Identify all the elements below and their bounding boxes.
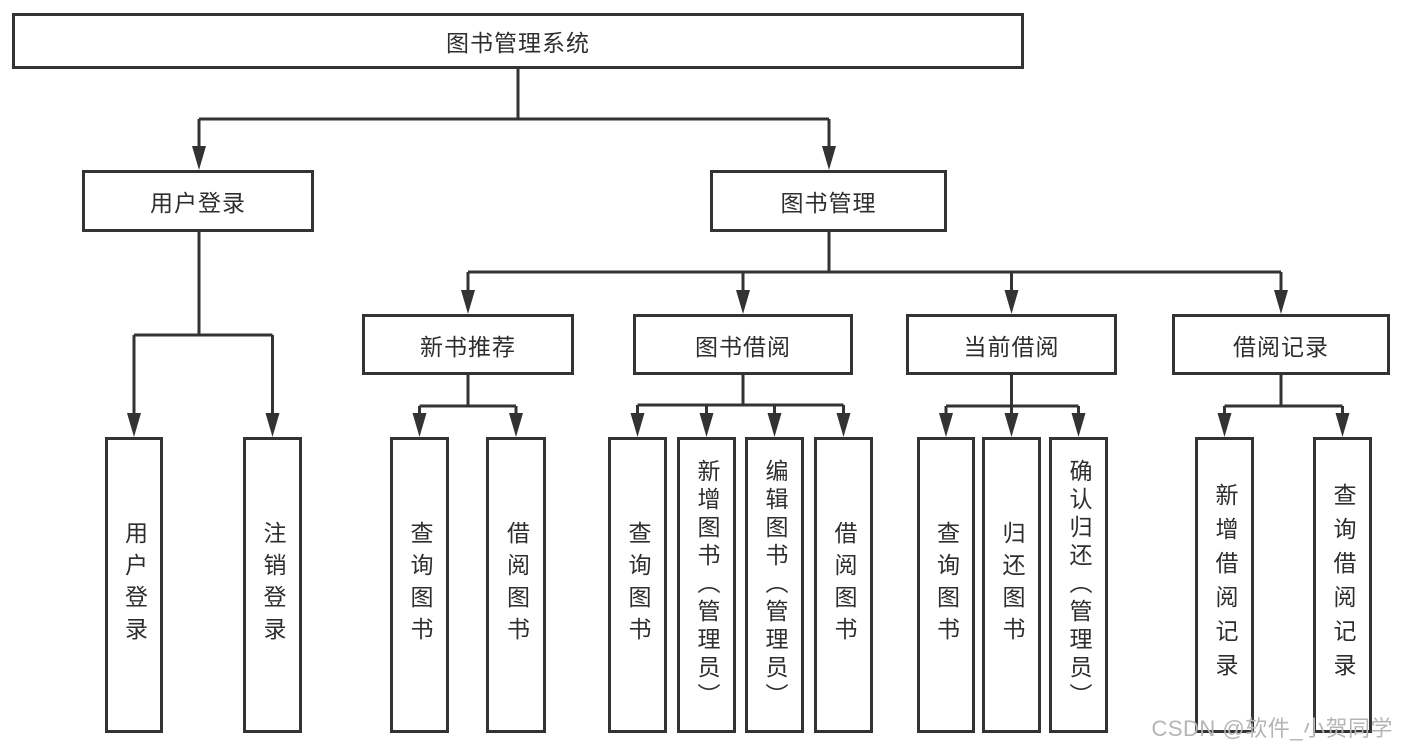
leaf-query-books-recommend: 查询图书 [390, 437, 449, 733]
arrowhead [127, 413, 141, 437]
leaf-label: 查询图书 [407, 521, 433, 649]
leaf-label: 确认归还（管理员） [1066, 459, 1092, 711]
node-book-management: 图书管理 [710, 170, 947, 232]
arrowhead [1217, 413, 1232, 437]
arrowhead [412, 413, 427, 437]
leaf-borrow-books-borrowing: 借阅图书 [814, 437, 873, 733]
node-new-book-recommend: 新书推荐 [362, 314, 574, 375]
arrowhead [1004, 290, 1019, 314]
node-library-system: 图书管理系统 [12, 13, 1024, 69]
leaf-query-books-current: 查询图书 [917, 437, 975, 733]
arrowhead [736, 290, 750, 314]
leaf-label: 归还图书 [999, 521, 1025, 649]
arrowhead [939, 413, 953, 437]
arrowhead [699, 413, 714, 437]
leaf-label: 借阅图书 [831, 521, 857, 649]
leaf-logout: 注销登录 [243, 437, 302, 733]
node-current-borrowing: 当前借阅 [906, 314, 1117, 375]
leaf-label: 新增借阅记录 [1212, 483, 1238, 687]
arrowhead [1335, 413, 1350, 437]
leaf-label: 新增图书（管理员） [694, 459, 720, 711]
arrowhead [630, 413, 645, 437]
leaf-confirm-return-admin: 确认归还（管理员） [1049, 437, 1108, 733]
leaf-edit-books-admin: 编辑图书（管理员） [745, 437, 804, 733]
node-book-borrowing: 图书借阅 [633, 314, 853, 375]
arrowhead [836, 413, 851, 437]
leaf-label: 查询图书 [933, 521, 960, 649]
leaf-label: 编辑图书（管理员） [762, 459, 788, 711]
leaf-add-books-admin: 新增图书（管理员） [677, 437, 736, 733]
csdn-watermark: CSDN @软件_小贺同学 [1151, 716, 1393, 741]
arrowhead [1274, 290, 1288, 314]
node-user-login: 用户登录 [82, 170, 314, 232]
leaf-label: 注销登录 [260, 521, 286, 649]
connector-path [132, 69, 1344, 416]
node-borrowing-records: 借阅记录 [1172, 314, 1390, 375]
leaf-add-borrow-record: 新增借阅记录 [1195, 437, 1254, 733]
arrowhead [461, 290, 475, 314]
leaf-return-books: 归还图书 [982, 437, 1041, 733]
arrowhead [822, 146, 836, 170]
arrowhead [1004, 413, 1019, 437]
leaf-label: 借阅图书 [503, 521, 530, 649]
arrowhead [509, 413, 523, 437]
leaf-label: 查询图书 [625, 521, 651, 649]
leaf-query-books-borrowing: 查询图书 [608, 437, 667, 733]
arrowhead [1071, 413, 1086, 437]
leaf-user-login: 用户登录 [105, 437, 163, 733]
leaf-label: 查询借阅记录 [1330, 483, 1356, 687]
arrowhead [265, 413, 280, 437]
arrowhead [767, 413, 782, 437]
leaf-query-borrow-record: 查询借阅记录 [1313, 437, 1372, 733]
leaf-label: 用户登录 [121, 521, 148, 649]
leaf-borrow-books-recommend: 借阅图书 [486, 437, 546, 733]
arrowhead [192, 146, 206, 170]
